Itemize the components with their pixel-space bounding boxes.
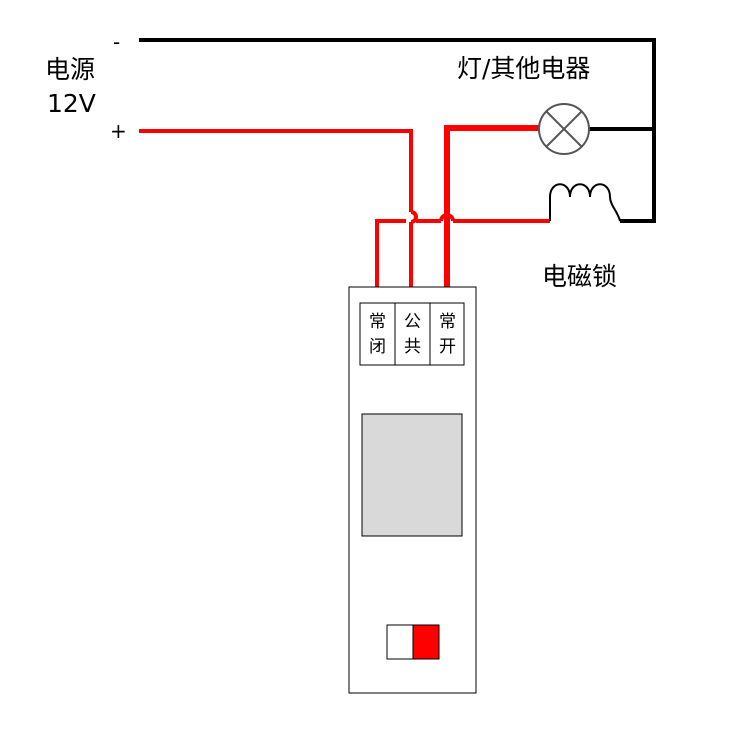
minus-terminal-symbol: -: [113, 30, 120, 54]
terminal-block: [359, 302, 465, 366]
wire-crossover-hop: [410, 210, 418, 224]
normally-open-wire: [444, 125, 539, 303]
positive-wire: [139, 129, 413, 212]
power-label: 电源: [45, 55, 95, 84]
switch-off-half: [386, 624, 414, 660]
terminal-no-label-1: 常: [439, 312, 456, 332]
plus-terminal-symbol: +: [110, 119, 127, 143]
relay-display-window: [361, 413, 463, 537]
terminal-nc-label-2: 闭: [369, 337, 386, 357]
switch-on-half: [412, 624, 440, 660]
terminal-no-label-2: 开: [439, 337, 456, 357]
toggle-switch[interactable]: [386, 624, 440, 660]
coil-icon: [549, 183, 621, 222]
normally-closed-wire: [375, 219, 406, 303]
lamp-icon: [538, 103, 590, 155]
lock-label: 电磁锁: [542, 262, 617, 291]
voltage-label: 12V: [47, 89, 96, 118]
terminal-com-label-1: 公: [404, 312, 421, 332]
lamp-label: 灯/其他电器: [457, 54, 590, 83]
terminal-nc-label-1: 常: [369, 312, 386, 332]
terminal-com-label-2: 共: [404, 337, 421, 357]
